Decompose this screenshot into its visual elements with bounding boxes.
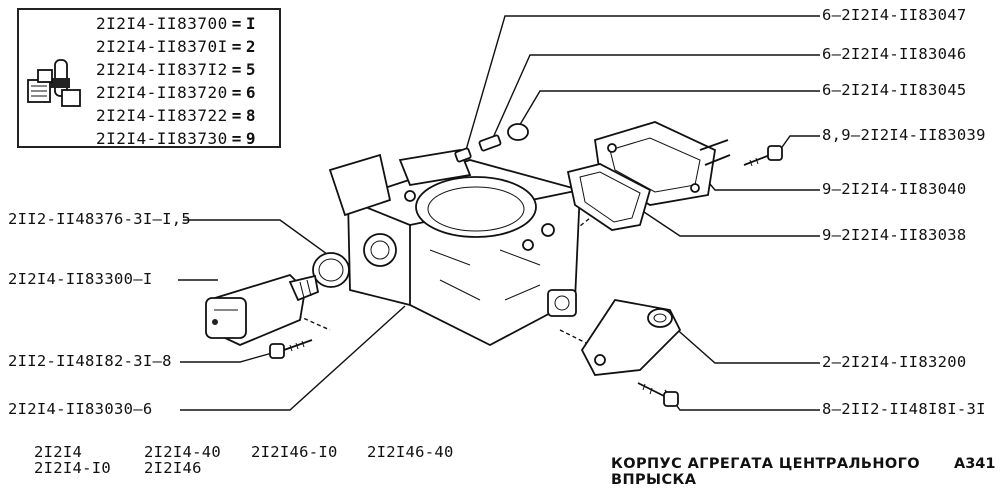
screw-lower-left — [269, 339, 313, 359]
kit-row: 2I2I4-II837I2 = 5 — [96, 60, 256, 79]
callout-right: 2—2I2I4-II83200 — [822, 353, 967, 371]
kit-row: 2I2I4-II83720 = 6 — [96, 83, 256, 102]
kit-row: 2I2I4-II83700 = I — [96, 14, 256, 33]
variant-label: 2I2I4-I0 — [34, 459, 112, 477]
callout-left: 2II2-II48376-3I—I,5 — [8, 210, 192, 228]
top-plugs — [454, 123, 529, 163]
kit-symbol: 8 — [245, 106, 256, 125]
throttle-body-housing — [328, 148, 581, 347]
screw-lower-right — [637, 382, 679, 407]
leader-lines — [178, 15, 820, 411]
variant-label: 2I2I4 — [34, 443, 83, 461]
callout-left: 2I2I4-II83030—6 — [8, 400, 153, 418]
repair-kit-table — [17, 8, 281, 148]
drawing-title: КОРПУС АГРЕГАТА ЦЕНТРАЛЬНОГО ВПРЫСКА — [611, 456, 920, 488]
callout-right: 8—2II2-II48I8I-3I — [822, 400, 986, 418]
callout-right: 6—2I2I4-II83046 — [822, 45, 967, 63]
o-ring — [312, 252, 350, 288]
kit-symbol: 2 — [245, 37, 256, 56]
variant-label: 2I2I46-40 — [367, 443, 454, 461]
variant-label: 2I2I46 — [144, 459, 202, 477]
kit-code: 2I2I4-II837I2 — [96, 60, 228, 79]
kit-code: 2I2I4-II8370I — [96, 37, 228, 56]
callout-left: 2I2I4-II83300—I — [8, 270, 153, 288]
kit-symbol: 5 — [245, 60, 256, 79]
variant-label: 2I2I4-40 — [144, 443, 222, 461]
screw-upper-right — [743, 145, 783, 167]
idle-air-control — [205, 273, 320, 346]
cover-gasket — [566, 163, 652, 231]
kit-code: 2I2I4-II83730 — [96, 129, 228, 148]
kit-code: 2I2I4-II83720 — [96, 83, 228, 102]
throttle-position-sensor — [580, 299, 682, 376]
sheet-number: A341 — [954, 456, 996, 472]
kit-symbol: 6 — [245, 83, 256, 102]
kit-symbol: 9 — [245, 129, 256, 148]
callout-left: 2II2-II48I82-3I—8 — [8, 352, 172, 370]
kit-row: 2I2I4-II8370I = 2 — [96, 37, 256, 56]
variant-label: 2I2I46-I0 — [251, 443, 338, 461]
callout-right: 8,9—2I2I4-II83039 — [822, 126, 986, 144]
callout-right: 9—2I2I4-II83038 — [822, 226, 967, 244]
repair-kit-icon — [27, 59, 81, 107]
callout-right: 6—2I2I4-II83045 — [822, 81, 967, 99]
kit-row: 2I2I4-II83722 = 8 — [96, 106, 256, 125]
kit-symbol: I — [245, 14, 256, 33]
callout-right: 6—2I2I4-II83047 — [822, 6, 967, 24]
callout-right: 9—2I2I4-II83040 — [822, 180, 967, 198]
kit-row: 2I2I4-II83730 = 9 — [96, 129, 256, 148]
kit-code: 2I2I4-II83722 — [96, 106, 228, 125]
kit-code: 2I2I4-II83700 — [96, 14, 228, 33]
